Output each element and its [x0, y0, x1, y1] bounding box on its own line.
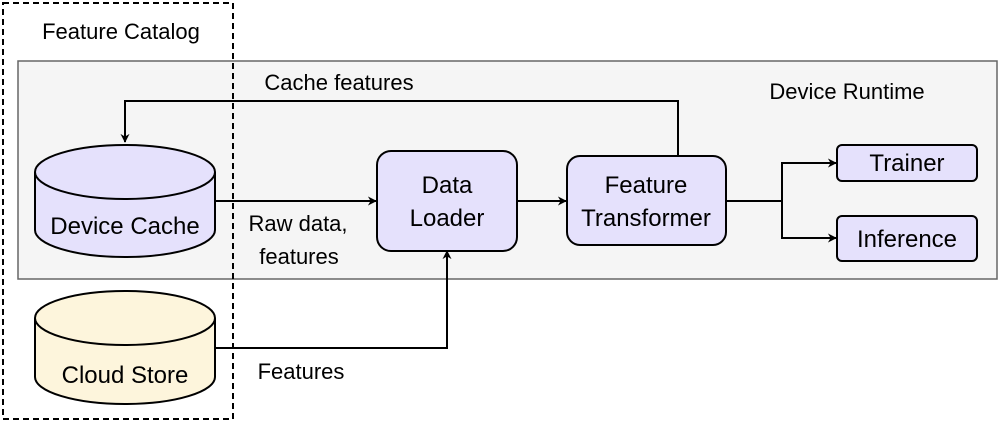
data-loader-node: Data Loader — [376, 150, 518, 252]
edge-features — [215, 250, 452, 349]
edge-raw-data-label-line1: Raw data, — [248, 211, 347, 236]
edge-cache-features — [120, 100, 679, 155]
feature-catalog-group — [2, 2, 234, 420]
device-runtime-label: Device Runtime — [769, 79, 924, 104]
trainer-node: Trainer — [836, 144, 978, 182]
inference-node: Inference — [836, 215, 978, 262]
device-cache-node: Device Cache — [34, 144, 216, 258]
edge-to-trainer — [781, 158, 837, 201]
feature-catalog-label: Feature Catalog — [42, 19, 200, 44]
device-cache-label: Device Cache — [50, 213, 199, 240]
data-loader-label-line2: Loader — [410, 205, 485, 232]
feature-transformer-label-line2: Transformer — [581, 205, 711, 232]
cloud-store-node: Cloud Store — [34, 290, 216, 405]
cloud-store-label: Cloud Store — [62, 362, 189, 389]
inference-label: Inference — [857, 226, 957, 253]
trainer-label: Trainer — [869, 150, 944, 177]
edge-raw-data-label-line2: features — [259, 244, 339, 269]
feature-transformer-label-line1: Feature — [605, 172, 688, 199]
edge-features-label: Features — [258, 359, 345, 384]
edge-to-inference — [781, 201, 837, 243]
edge-cache-features-label: Cache features — [264, 70, 413, 95]
data-loader-label-line1: Data — [422, 172, 473, 199]
feature-transformer-node: Feature Transformer — [566, 155, 727, 246]
